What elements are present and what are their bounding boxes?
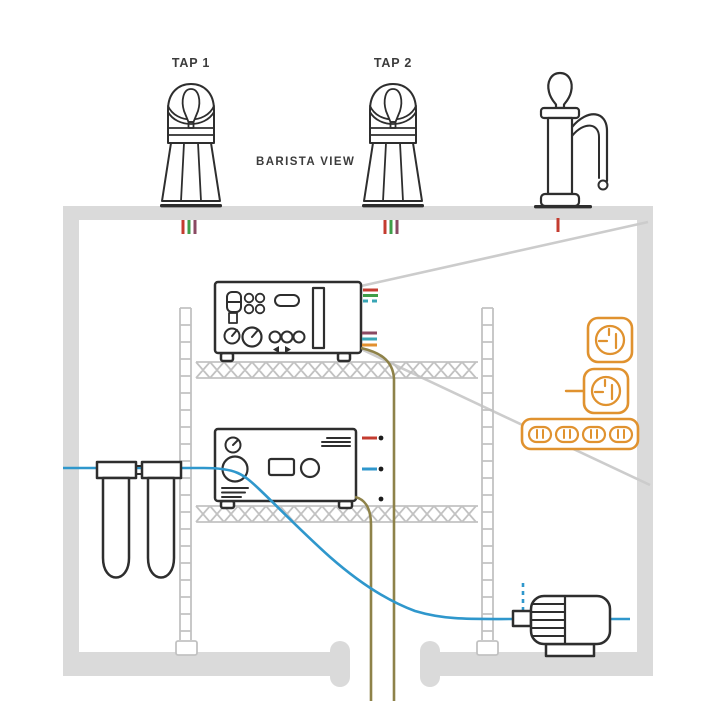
tower-spout-inner	[571, 124, 600, 179]
vent-lines-bottom-left	[221, 487, 249, 498]
right-wall	[637, 206, 653, 676]
callout-lines	[360, 220, 651, 487]
vent-lines-top-right	[321, 437, 351, 447]
upper-shelf-truss	[195, 361, 478, 379]
tan-tubes	[354, 346, 396, 701]
button-round-icon	[292, 330, 306, 344]
shelf-post-left-foot	[175, 640, 198, 656]
strip-socket-icon	[608, 425, 634, 444]
water-filters	[95, 460, 183, 579]
water-tube	[63, 466, 630, 621]
left-wall	[63, 206, 79, 676]
wall-socket-2	[564, 367, 630, 415]
gauge-pointer	[232, 439, 239, 446]
tower-base-line	[534, 205, 592, 209]
tap-2-label: TAP 2	[374, 56, 412, 70]
socket-1-plate	[586, 316, 634, 364]
indicator-light-icon	[243, 303, 255, 315]
tan-tube-from-module	[354, 495, 373, 701]
power-outlets	[520, 316, 640, 451]
socket-2-well	[590, 375, 622, 407]
tower-spout-outer	[570, 113, 609, 183]
font-tower	[534, 71, 609, 209]
tower-top-flange	[539, 106, 581, 120]
tube-markers	[181, 218, 560, 502]
bottom-wall-right-cap	[420, 641, 440, 687]
knob-small-pointer	[231, 329, 238, 337]
bottom-wall-right	[430, 652, 653, 676]
pump-motor	[511, 594, 612, 658]
callout-line-top	[360, 220, 649, 288]
bottom-wall-left	[63, 652, 341, 676]
strip-socket-pins	[617, 429, 625, 439]
socket-2-plate	[582, 367, 630, 415]
small-button	[228, 312, 238, 324]
water-line	[63, 466, 630, 621]
tap-1-icon	[159, 83, 223, 209]
tower-spout-tip	[597, 179, 609, 191]
filter-1-head	[95, 460, 138, 480]
strip-socket-icon	[554, 425, 580, 444]
truss-beam	[195, 361, 478, 379]
counter-walls	[63, 206, 653, 687]
socket-2-pins-icon	[593, 378, 614, 401]
port-dot	[378, 435, 384, 441]
power-strip	[520, 417, 640, 451]
display-rect	[267, 457, 296, 477]
power-strip-body	[520, 417, 640, 451]
tower-column	[546, 116, 574, 196]
arrow-right-icon	[285, 346, 291, 353]
filter-2-cartridge	[146, 476, 176, 579]
module-body	[213, 427, 358, 503]
tower-handle-knob	[547, 71, 573, 110]
port-dot	[378, 496, 384, 502]
socket-1-well	[594, 324, 626, 356]
callout-line-bottom	[360, 347, 651, 487]
tower-base-flange	[539, 192, 581, 208]
indicator-light-icon	[254, 292, 266, 304]
tan-tube-from-brewer	[360, 346, 396, 701]
round-port-icon	[299, 457, 321, 479]
arrow-left-icon	[273, 346, 279, 353]
indicator-light-icon	[254, 303, 266, 315]
shelf-post-right	[481, 307, 494, 640]
strip-socket-pins	[590, 429, 598, 439]
shelf-post-right-foot	[476, 640, 499, 656]
pump-base	[544, 642, 596, 658]
power-strip-sockets	[527, 425, 634, 444]
pump-fins	[530, 603, 566, 637]
knob-large-icon	[241, 326, 263, 348]
power-module	[213, 427, 358, 510]
lower-shelf-truss	[195, 505, 478, 523]
bottom-wall-left-cap	[330, 641, 350, 687]
counter-top-wall	[63, 206, 653, 220]
strip-socket-pins	[536, 429, 544, 439]
side-slot	[311, 286, 326, 350]
indicator-light-icon	[243, 292, 255, 304]
filter-2-head	[140, 460, 183, 480]
display-window	[274, 294, 300, 307]
strip-socket-icon	[527, 425, 553, 444]
strip-socket-pins	[563, 429, 571, 439]
barista-view-label: BARISTA VIEW	[256, 156, 355, 168]
strip-socket-icon	[581, 425, 607, 444]
wall-socket-1	[586, 316, 634, 364]
port-dot	[378, 466, 384, 472]
truss-beam	[195, 505, 478, 523]
ladder-post	[481, 307, 494, 640]
filter-1-cartridge	[101, 476, 131, 579]
tap-2-icon	[361, 83, 425, 209]
knob-small-icon	[223, 327, 241, 345]
tap-1-label: TAP 1	[172, 56, 210, 70]
pump-shaft	[511, 609, 533, 628]
gauge-icon	[224, 436, 242, 454]
knob-large-pointer	[251, 329, 259, 338]
socket-1-pins-icon	[597, 327, 618, 350]
brewer-unit	[213, 280, 363, 363]
